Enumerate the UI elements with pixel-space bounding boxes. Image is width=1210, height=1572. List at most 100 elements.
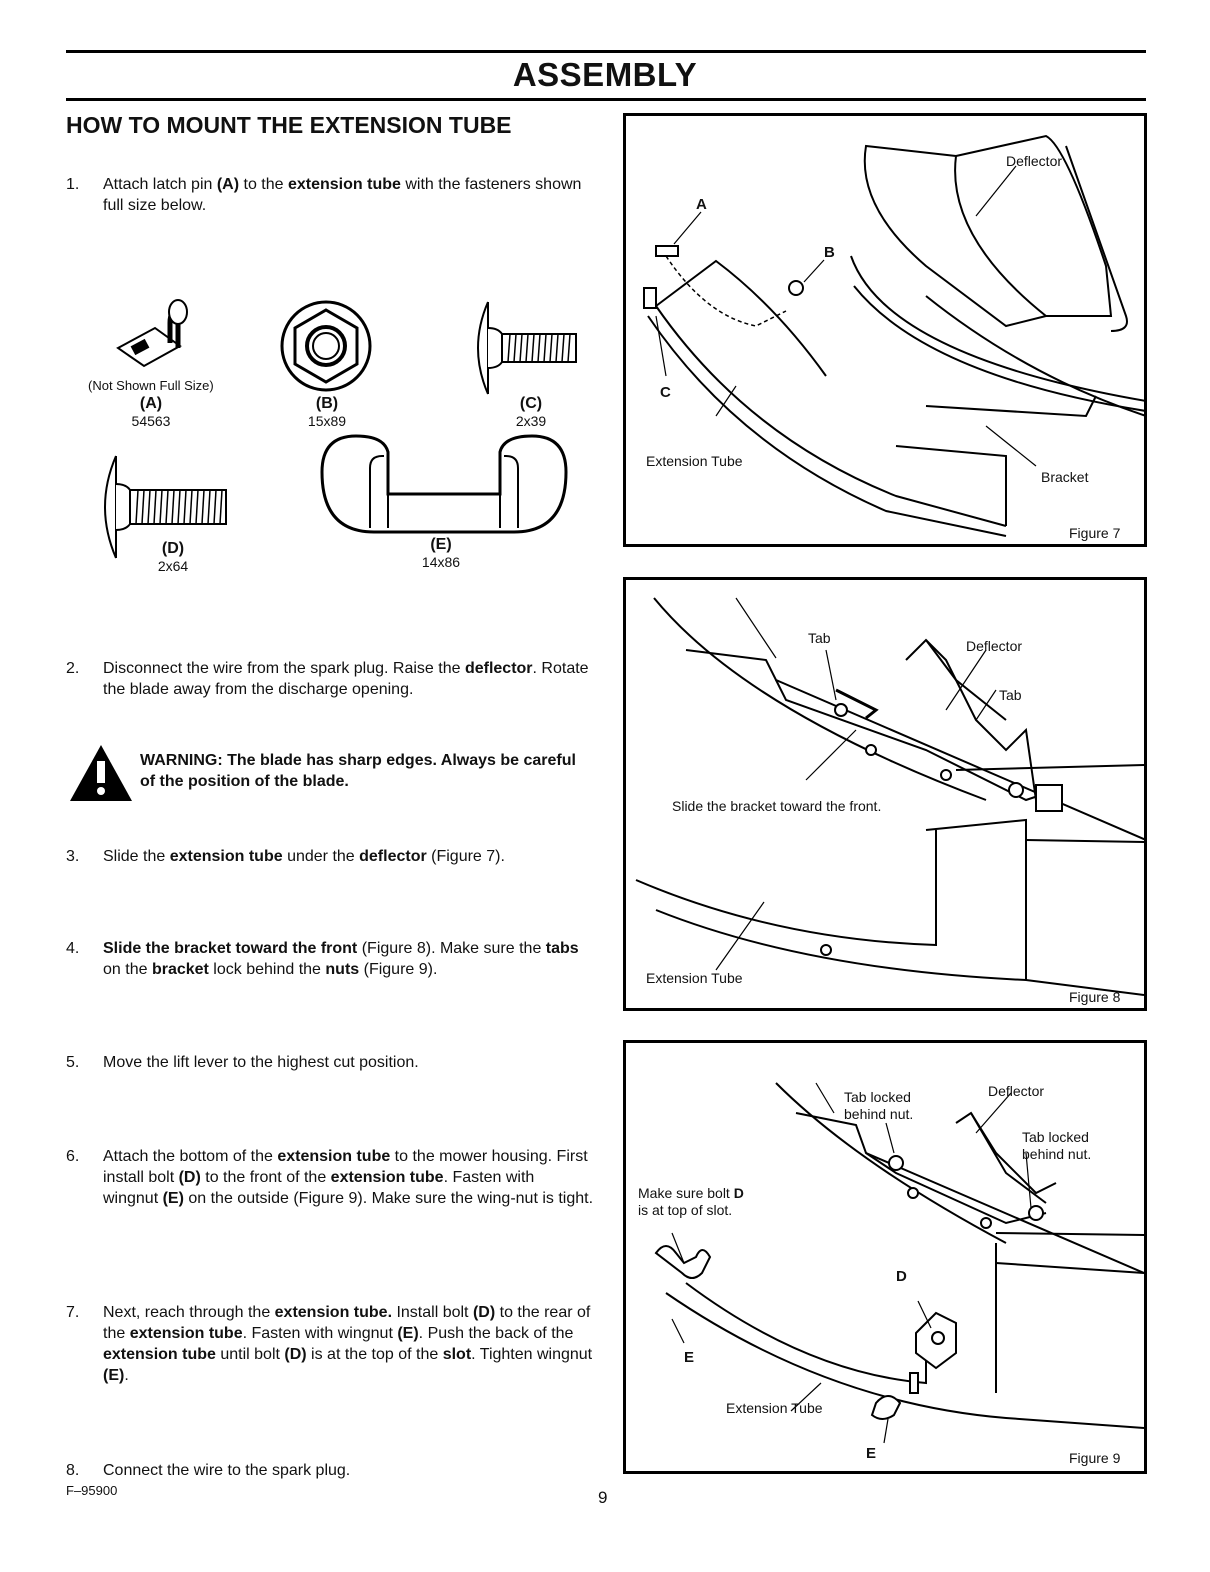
bolt-note-label: Make sure bolt D is at top of slot. [638,1185,744,1219]
step-text-segment: Disconnect the wire from the spark plug.… [103,660,465,677]
parts-note: (Not Shown Full Size) [88,378,214,393]
step-text-segment: (Figure 8). Make sure the [357,940,546,957]
figure-9: Tab locked behind nut. Deflector Tab loc… [623,1040,1147,1474]
step-text: Connect the wire to the spark plug. [103,1460,593,1481]
step-text-segment: is at the top of the [306,1346,443,1363]
part-code: 15x89 [307,413,347,429]
part-a-label: (A) 54563 [126,395,176,429]
step-text-segment: (E) [103,1367,125,1384]
header-rule [66,98,1146,101]
step-text: Disconnect the wire from the spark plug.… [103,658,593,700]
step-text-segment: (D) [472,1304,496,1321]
step-number: 1. [66,176,80,193]
figure-7: Deflector A B C Extension Tube Bracket F… [623,113,1147,547]
label-a: A [696,196,707,213]
figure-7-drawing [643,134,1144,537]
step-text-segment: nuts [325,961,360,978]
step-text-segment: to the mower housing. First install bolt [103,1148,588,1186]
part-letter: (E) [430,536,452,553]
parts-illustration: (Not Shown Full Size) (A) 54563 (B) 15x8… [66,290,606,590]
part-letter: (A) [139,395,163,412]
step-text-segment: extension tube [277,1148,391,1165]
bolt-note-d: D [733,1185,744,1201]
step-number: 8. [66,1462,80,1479]
step-text-segment: . Rotate the blade away from the dischar… [103,660,589,698]
deflector-label: Deflector [966,638,1023,654]
step-text-segment: (Figure 9). [359,961,438,978]
extension-tube-label: Extension Tube [646,453,743,469]
step-text: Attach the bottom of the extension tube … [103,1146,593,1209]
step-text-segment: until bolt [215,1346,285,1363]
step-text: Slide the bracket toward the front (Figu… [103,938,593,980]
step-text-segment: to the [239,176,288,193]
step-text-segment: deflector [359,848,427,865]
part-letter: (D) [161,540,185,557]
step-text-segment: Install bolt [392,1304,473,1321]
tab-locked-label-1: Tab locked behind nut. [844,1089,914,1122]
section-title: HOW TO MOUNT THE EXTENSION TUBE [66,112,512,138]
warning-text: WARNING: The blade has sharp edges. Alwa… [140,752,576,790]
step-text-segment: Attach latch pin [103,176,217,193]
part-b-label: (B) 15x89 [302,395,352,429]
short-bolt-icon [477,301,577,395]
step-text-segment: . Push the back of the [418,1325,574,1342]
step-text-segment: Next, reach through the [103,1304,275,1321]
step-text-segment: Attach the bottom of the [103,1148,278,1165]
part-c-label: (C) 2x39 [506,395,556,429]
wingnut-icon [320,434,568,534]
label-d: D [896,1268,907,1285]
label-e-1: E [684,1349,695,1366]
figure-caption: Figure 7 [1069,525,1121,541]
step-number: 4. [66,940,80,957]
figure-8-drawing [635,597,1144,996]
step-text-segment: (E) [397,1325,419,1342]
part-d-label: (D) 2x64 [148,540,198,574]
step-text-segment: (D) [284,1346,307,1363]
step-number: 6. [66,1148,80,1165]
step-text-segment: deflector [464,660,533,677]
step-text-segment: Move the lift lever to the highest cut p… [103,1054,419,1071]
part-code: 2x64 [157,558,189,574]
step-text-segment: slot [442,1346,472,1363]
bracket-label: Bracket [1041,469,1089,485]
step-text-segment: (Figure 7). [426,848,505,865]
page-header: ASSEMBLY [512,56,698,93]
document-id: F–95900 [66,1483,118,1498]
step-text-segment: extension tube [103,1346,216,1363]
step-text-segment: on the [103,961,152,978]
extension-tube-label: Extension Tube [726,1400,823,1416]
step-text-segment: . Fasten with wingnut [103,1169,535,1207]
step-text-segment: (D) [178,1169,201,1186]
step-text-segment: (A) [216,176,240,193]
step-text-segment: . [124,1367,129,1384]
part-e-label: (E) 14x86 [416,536,466,570]
slide-bracket-label: Slide the bracket toward the front. [672,798,882,814]
hex-nut-icon [280,300,372,392]
figure-8: Tab Deflector Tab Slide the bracket towa… [623,577,1147,1011]
tab-label-1: Tab [808,630,831,646]
part-letter: (B) [315,395,339,412]
step-text-segment: (E) [162,1190,184,1207]
step-text-segment: extension tube [129,1325,243,1342]
warning-triangle-icon [70,745,132,801]
step-text-segment: tabs [545,940,579,957]
step-text-segment: . Tighten wingnut [471,1346,593,1363]
step-text-segment: extension tube. [274,1304,393,1321]
long-bolt-icon [104,455,227,559]
part-code: 54563 [131,413,171,429]
figure-caption: Figure 9 [1069,1450,1121,1466]
step-text: Attach latch pin (A) to the extension tu… [103,174,593,216]
step-number: 5. [66,1054,80,1071]
step-text-segment: bracket [151,961,209,978]
step-text-segment: under the [282,848,360,865]
step-text-segment: extension tube [330,1169,444,1186]
deflector-label: Deflector [1006,153,1063,169]
step-text-segment: lock behind the [208,961,326,978]
step-text: Slide the extension tube under the defle… [103,846,593,867]
figure-caption: Figure 8 [1069,989,1121,1005]
tab-locked-label-2: Tab locked behind nut. [1022,1129,1092,1162]
step-text-segment: extension tube [287,176,401,193]
step-text-segment: to the front of the [200,1169,331,1186]
extension-tube-label: Extension Tube [646,970,743,986]
step-text: Next, reach through the extension tube . … [103,1302,593,1386]
